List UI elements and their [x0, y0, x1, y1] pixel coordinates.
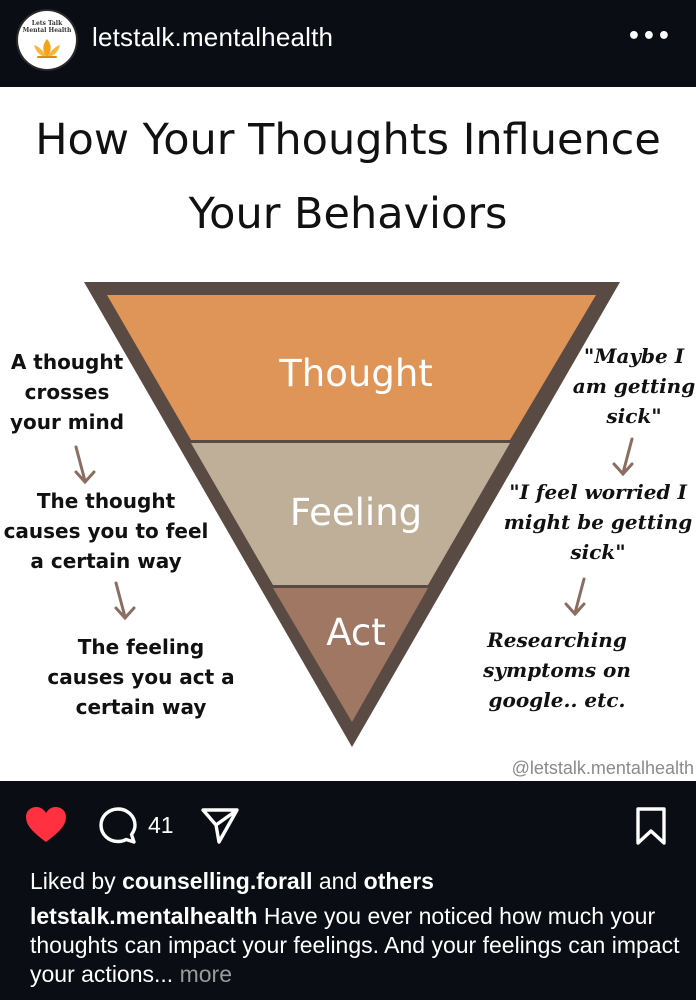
avatar-logo-text: Lets Talk Mental Health	[22, 20, 72, 34]
inverted-pyramid	[84, 282, 620, 747]
right-note-2: "I feel worried I might be getting sick"	[503, 480, 693, 564]
liked-by-user[interactable]: counselling.forall	[122, 868, 313, 894]
post-header: Lets Talk Mental Health letstalk.mentalh…	[0, 0, 696, 80]
layer-act	[273, 588, 428, 722]
caption-text: Have you ever noticed how much your thou…	[30, 903, 680, 987]
watermark: @letstalk.mentalhealth	[511, 758, 694, 778]
layer-label-thought: Thought	[279, 352, 433, 395]
comment-icon[interactable]	[98, 806, 138, 846]
arrow-down-icon	[114, 581, 136, 621]
left-note-1: A thought crosses your mind	[9, 350, 125, 434]
arrow-down-icon	[564, 577, 586, 617]
right-note-3: Researching symptoms on google.. etc.	[483, 628, 631, 712]
more-options-icon[interactable]: •••	[626, 24, 672, 49]
caption-username[interactable]: letstalk.mentalhealth	[30, 903, 258, 929]
right-note-1: "Maybe I am getting sick"	[572, 344, 696, 428]
caption-more-link[interactable]: more	[173, 961, 232, 987]
graphic-title-line1: How Your Thoughts Influence	[35, 115, 661, 165]
left-note-2: The thought causes you to feel a certain…	[3, 489, 209, 573]
arrow-down-icon	[612, 437, 634, 477]
arrow-down-icon	[74, 445, 96, 485]
left-note-3: The feeling causes you act a certain way	[47, 635, 235, 719]
lotus-icon	[34, 39, 60, 58]
layer-thought	[107, 295, 596, 440]
comment-count[interactable]: 41	[148, 812, 174, 838]
layer-feeling	[191, 443, 510, 585]
caption: letstalk.mentalhealth Have you ever noti…	[30, 902, 680, 989]
avatar[interactable]: Lets Talk Mental Health	[18, 11, 76, 69]
liked-by: Liked by counselling.forall and others	[30, 868, 434, 894]
liked-by-others[interactable]: others	[363, 868, 434, 894]
layer-label-act: Act	[326, 611, 386, 654]
graphic-title-line2: Your Behaviors	[188, 189, 508, 239]
layer-label-feeling: Feeling	[289, 491, 423, 534]
post-image: How Your Thoughts Influence Your Behavio…	[0, 87, 696, 781]
heart-icon[interactable]	[24, 805, 68, 845]
username[interactable]: letstalk.mentalhealth	[92, 22, 334, 52]
bookmark-icon[interactable]	[634, 806, 668, 846]
send-icon[interactable]	[200, 806, 240, 846]
